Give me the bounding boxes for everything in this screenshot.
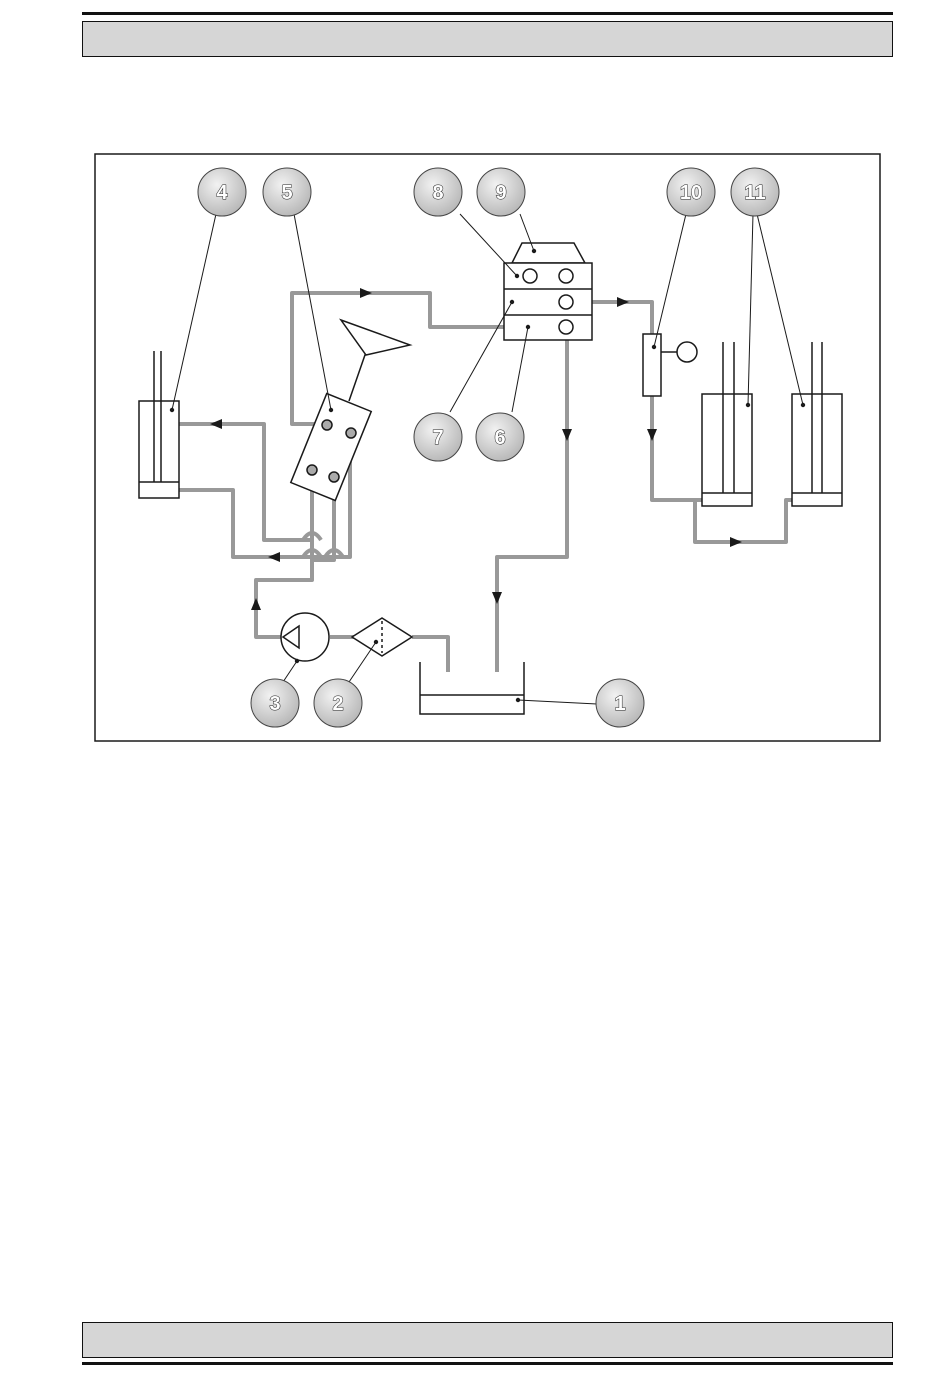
arrow-up-pump: [251, 598, 261, 610]
footer-bottom-rule: [82, 1362, 893, 1365]
arrow-down-regulator: [647, 429, 657, 441]
regulator-gauge: [677, 342, 697, 362]
arrow-right-cylinders: [730, 537, 742, 547]
valve-lever: [349, 352, 366, 401]
line-regulator-to-cylinders: [652, 396, 706, 500]
callout-4-label: 4: [216, 182, 228, 204]
footer-band: [82, 1322, 893, 1358]
callout-10: 10: [667, 168, 715, 216]
valve-handle: [341, 320, 410, 355]
callout-2: 2: [314, 679, 362, 727]
distributor-cap: [512, 243, 585, 263]
regulator: [643, 334, 661, 396]
arrow-left-cyl4: [210, 419, 222, 429]
callout-5: 5: [263, 168, 311, 216]
callout-6: 6: [476, 413, 524, 461]
line-filter-to-tank: [412, 637, 448, 672]
line-distributor-return: [497, 326, 567, 672]
arrow-right-top: [360, 288, 372, 298]
arrow-left-lower: [268, 552, 280, 562]
callout-4: 4: [198, 168, 246, 216]
cylinder-4: [139, 401, 179, 498]
callout-3-label: 3: [269, 693, 280, 715]
callout-3: 3: [251, 679, 299, 727]
callout-9: 9: [477, 168, 525, 216]
callout-11-label: 11: [744, 182, 765, 204]
line-crossings: [303, 533, 343, 557]
callout-1-label: 1: [614, 693, 625, 715]
pump: [281, 613, 329, 661]
callout-11: 11: [731, 168, 779, 216]
callout-6-label: 6: [494, 427, 505, 449]
callout-2-label: 2: [332, 693, 343, 715]
cylinder-11a: [702, 394, 752, 506]
callout-10-label: 10: [680, 182, 702, 204]
components: [139, 243, 842, 714]
callout-9-label: 9: [495, 182, 506, 204]
callout-7-label: 7: [432, 427, 443, 449]
arrow-down-tank: [492, 592, 502, 604]
tank: [420, 662, 524, 714]
callout-5-label: 5: [281, 182, 292, 204]
flow-arrows: [210, 288, 742, 610]
cylinder-11b: [792, 394, 842, 506]
callout-1: 1: [596, 679, 644, 727]
callout-8: 8: [414, 168, 462, 216]
callout-7: 7: [414, 413, 462, 461]
arrow-down-return: [562, 429, 572, 441]
arrow-right-distributor: [617, 297, 629, 307]
callout-8-label: 8: [432, 182, 443, 204]
